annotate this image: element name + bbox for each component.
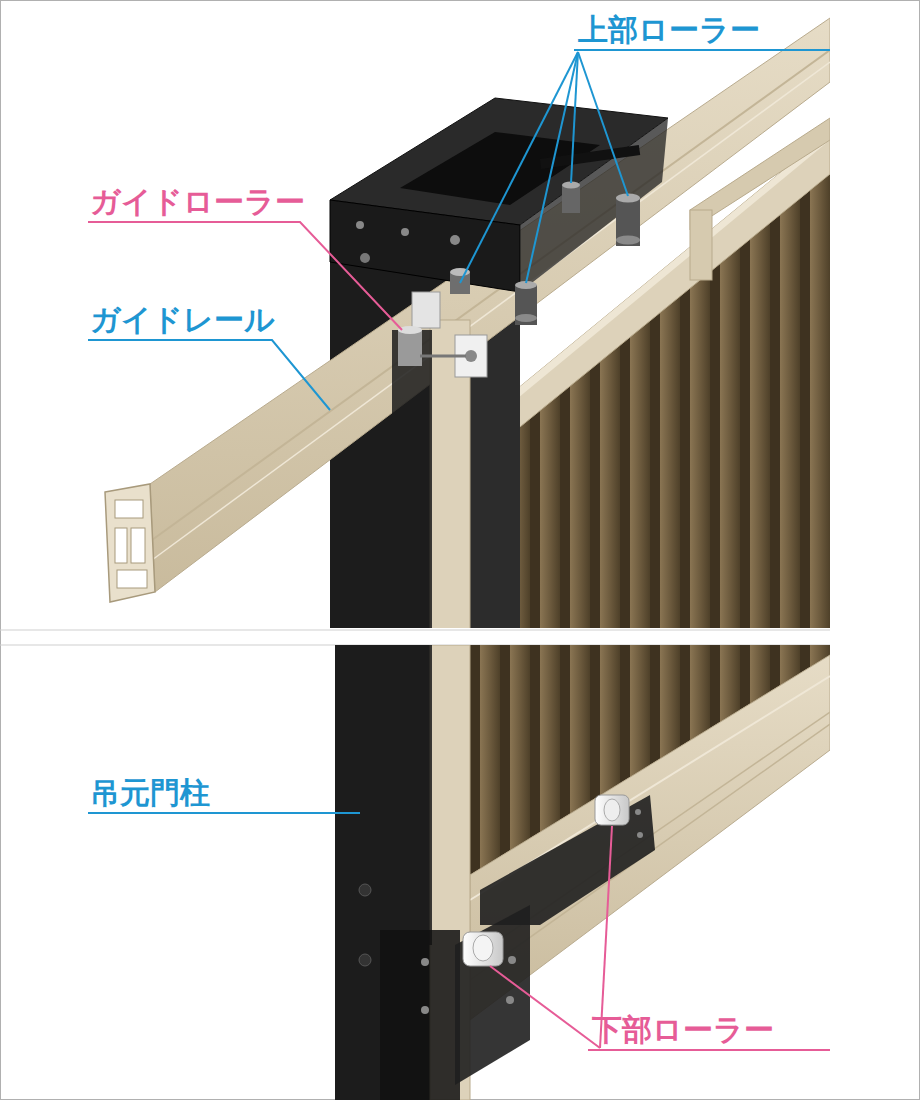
part-label: ガイドレール: [90, 302, 275, 338]
part-label: 上部ローラー: [578, 12, 760, 48]
lower-roller: [480, 795, 655, 925]
part-label: 吊元門柱: [90, 775, 210, 811]
leader-lines: [88, 50, 830, 1050]
part-label: 下部ローラー: [592, 1012, 774, 1048]
lower-roller: [380, 905, 530, 1100]
guide-roller: [398, 292, 487, 377]
part-label: ガイドローラー: [90, 184, 305, 220]
bottom-panel: [335, 645, 830, 1100]
